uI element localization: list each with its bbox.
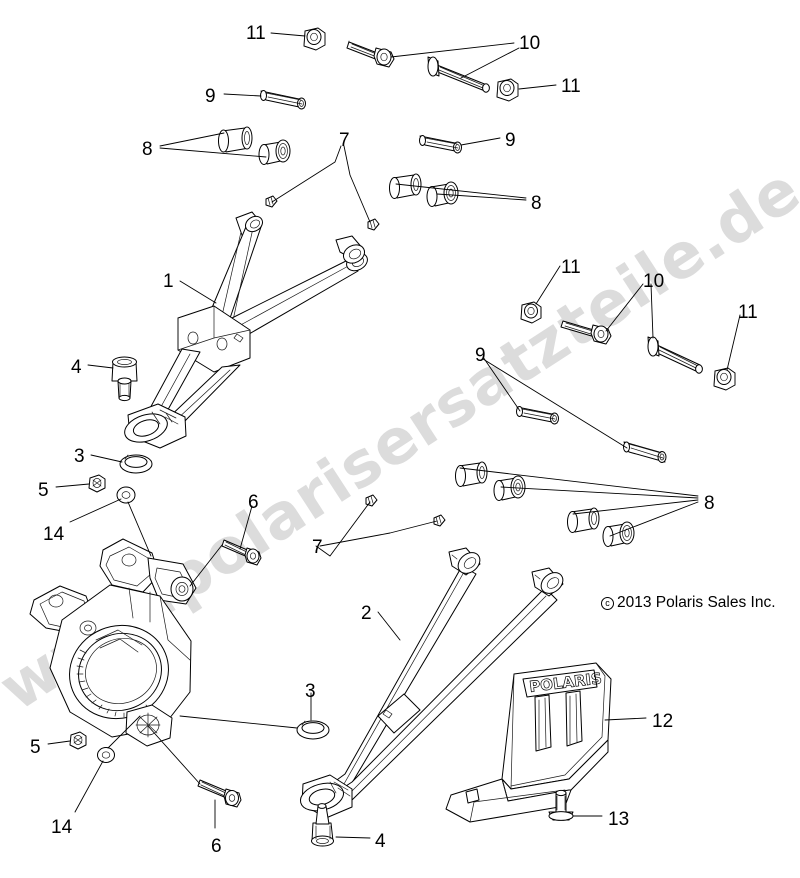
callout-3-lower: 3 (305, 681, 316, 702)
copyright-text: 2013 Polaris Sales Inc. (617, 594, 776, 611)
part-flange-nut-11a (303, 27, 326, 51)
part-bushing-8b1 (389, 173, 422, 199)
callout-4-lower: 4 (375, 831, 386, 852)
callout-13-rivet: 13 (608, 809, 630, 830)
part-pivot-sleeve-9b (419, 135, 462, 154)
part-retaining-ring-3b (296, 720, 330, 740)
part-push-rivet-13 (548, 789, 574, 821)
part-bolt-6b (197, 779, 242, 808)
part-grease-zerk-7a2 (367, 218, 380, 231)
part-grease-zerk-7b2 (433, 514, 446, 527)
part-phivot-sleeve-9c2 (623, 441, 667, 463)
callout-6-lower: 6 (211, 836, 222, 857)
callout-3-upper: 3 (74, 446, 85, 467)
part-bushing-8c4 (602, 521, 635, 547)
part-washer-14b (97, 747, 115, 763)
leader-lines (47, 32, 741, 839)
part-a-arm-guard-12: POLARIS (445, 662, 612, 823)
part-flange-nut-11b (496, 78, 519, 102)
callout-11-top-left: 11 (246, 23, 266, 44)
callout-7-lower: 7 (312, 537, 323, 558)
callout-14-upper: 14 (43, 524, 65, 545)
callout-1-upper-arm: 1 (163, 271, 174, 292)
callout-10-top: 10 (519, 33, 541, 54)
callout-2-lower-arm: 2 (361, 603, 372, 624)
part-ball-joint-4a (111, 356, 138, 402)
callout-8-right: 8 (704, 493, 715, 514)
part-flange-bolt-10d (647, 336, 703, 374)
callout-9-upper-left: 9 (205, 86, 216, 107)
part-bushing-8c2 (493, 475, 526, 501)
part-flange-nut-11c (520, 301, 542, 324)
callout-6-upper: 6 (248, 492, 259, 513)
callout-9-right: 9 (475, 345, 486, 366)
part-bushing-8a1 (218, 126, 253, 153)
callout-11-right: 11 (738, 302, 758, 323)
part-retaining-ring-3a (119, 454, 153, 474)
callout-12-guard: 12 (652, 711, 674, 732)
callout-11-top-right: 11 (561, 76, 581, 97)
part-ball-joint-4b (311, 803, 334, 847)
copyright-symbol-icon: c (601, 597, 614, 610)
callout-9-upper-right: 9 (505, 130, 516, 151)
callout-8-mid-right: 8 (531, 193, 542, 214)
callout-4-upper: 4 (71, 357, 82, 378)
part-pivot-sleeve-9a (260, 90, 306, 110)
part-washer-14a (116, 486, 136, 504)
part-bushing-8a2 (258, 139, 291, 165)
callout-14-lower: 14 (51, 817, 73, 838)
part-nut-5b (69, 731, 87, 750)
part-bushing-8c3 (567, 507, 600, 533)
part-lower-control-arm-2 (299, 547, 564, 819)
callout-5-lower: 5 (30, 737, 41, 758)
part-nut-5a (88, 474, 106, 493)
part-grease-zerk-7a1 (265, 195, 278, 208)
callout-11-mid: 11 (561, 257, 581, 278)
part-pivot-sleeve-9c1 (516, 406, 559, 425)
callout-8-upper-left: 8 (142, 139, 153, 160)
part-bolt-6a (221, 539, 262, 566)
part-flange-nut-11d (713, 367, 736, 391)
part-upper-control-arm-1 (124, 211, 368, 449)
callout-7-upper: 7 (339, 130, 350, 151)
part-flange-bolt-10c (560, 320, 612, 345)
callout-5-upper: 5 (38, 480, 49, 501)
callout-10-mid: 10 (643, 271, 665, 292)
part-steering-knuckle (29, 538, 197, 747)
part-flange-bolt-10a (346, 40, 395, 68)
